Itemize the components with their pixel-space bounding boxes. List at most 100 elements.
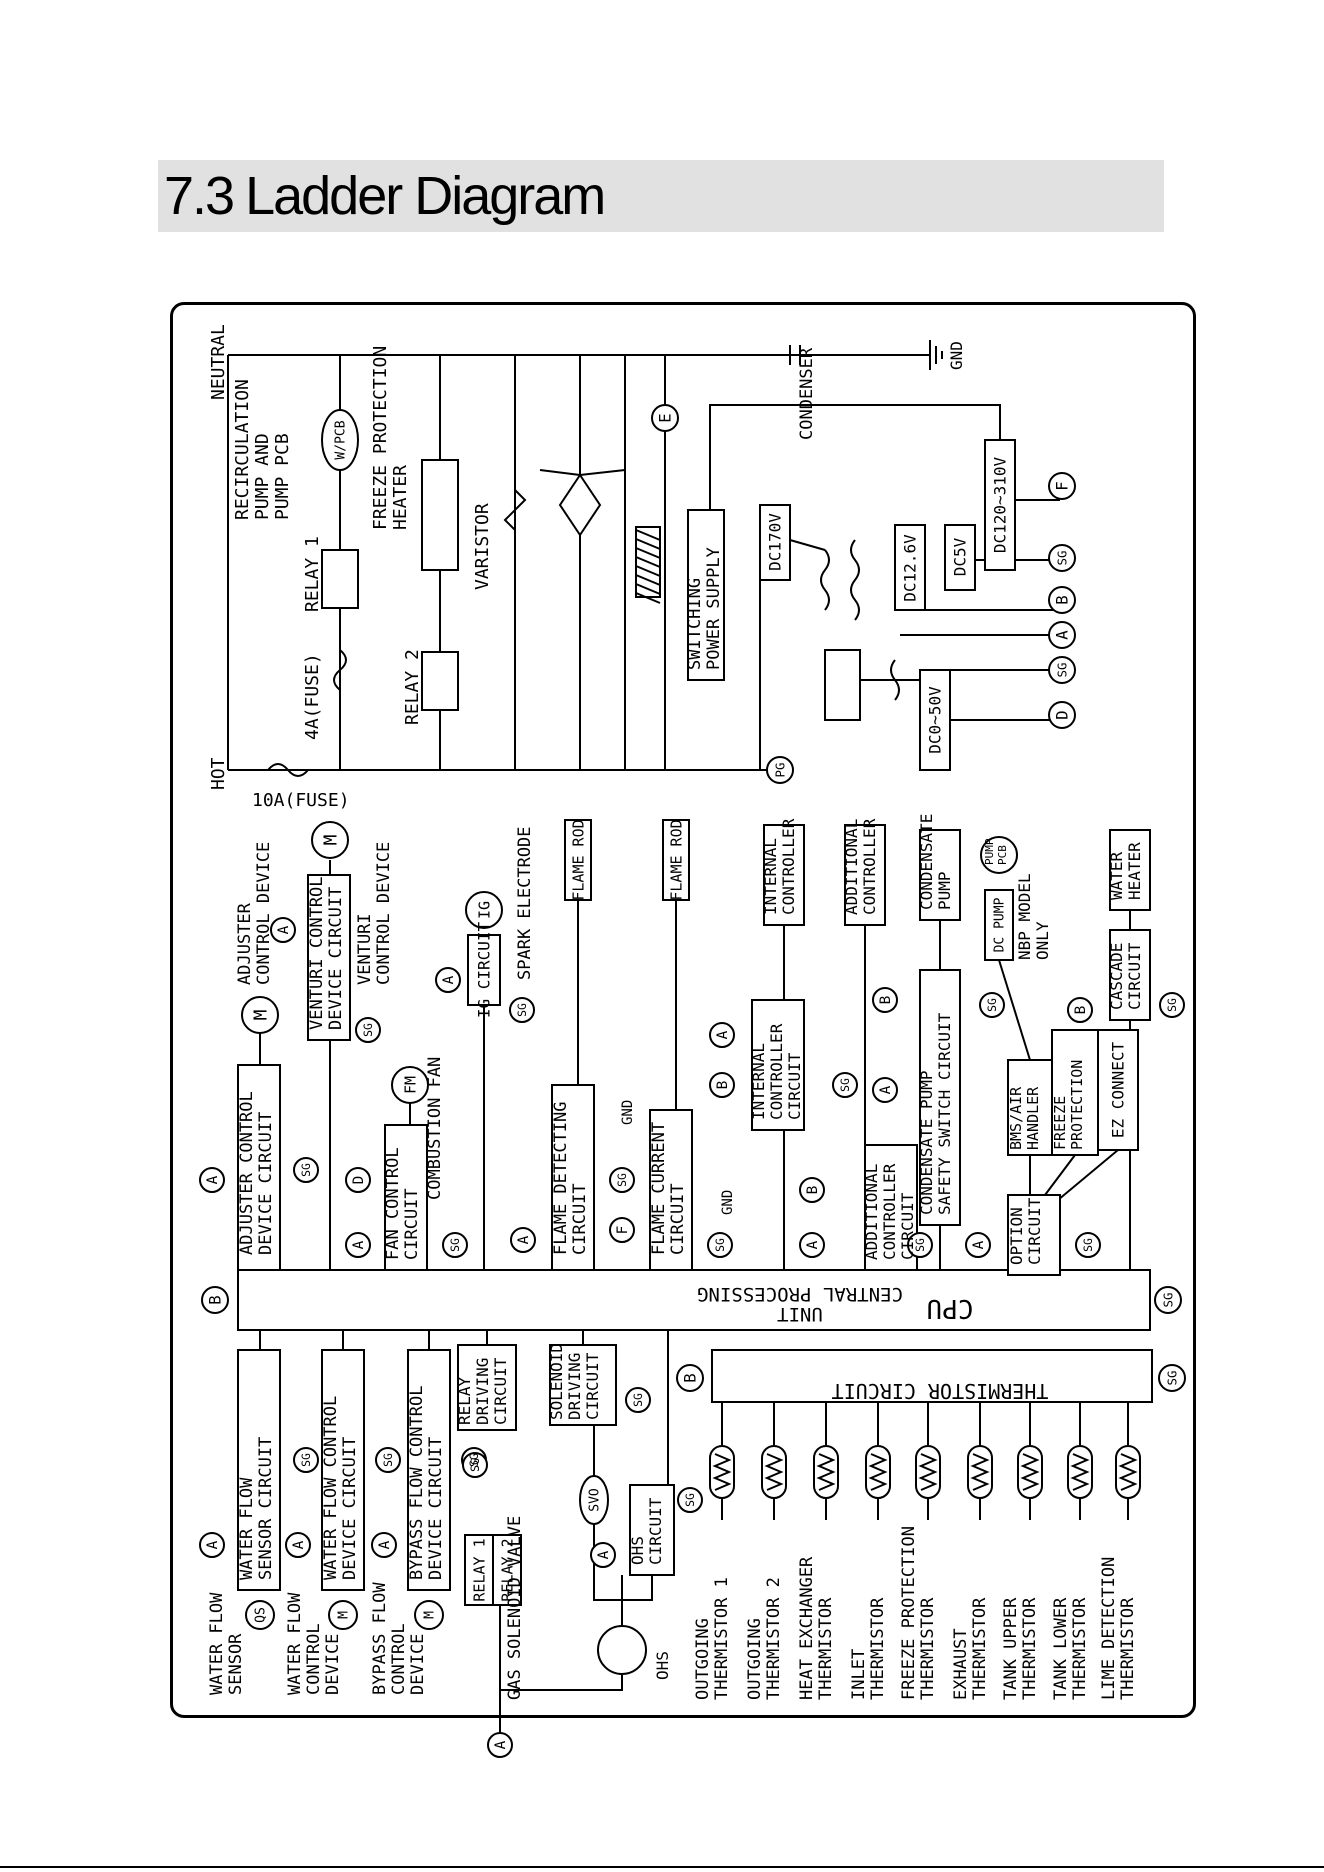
label-line: A [971,1240,987,1249]
supply-wire [789,539,826,551]
terminal-f [1048,472,1076,500]
label-line: SG [468,1458,482,1472]
cond-terminal-b-text: B [878,996,894,1005]
label-line: PCB [996,845,1009,865]
flame-cur-terminal-f [609,1217,635,1243]
flame-rod-label: FLAME ROD [569,819,587,900]
venturi-circuit-box [307,874,351,1041]
ohs-terminal-a [590,1542,616,1568]
condensate-pump-box [919,829,961,921]
condenser-label: CONDENSER [797,347,817,440]
label-line: THERMISTOR [1070,1597,1090,1700]
cond-terminal-a-text: A [878,1085,894,1094]
cascade-terminal-sg [1159,992,1185,1018]
label-line: M [250,1009,271,1020]
label-line: DEVICE CIRCUIT [256,1112,276,1255]
hot-label: HOT [208,757,229,790]
fan-terminal-sg-text: SG [448,1238,462,1252]
label-line: CIRCUIT [491,1357,510,1425]
qs-node [245,1600,275,1630]
ig-circuit-label: IG CIRCUIT [475,921,494,1018]
label-line: PUMP [983,838,996,865]
label-line: A [516,1235,532,1244]
label-line: BMS/AIR [1007,1086,1025,1150]
terminal-a-text: A [1054,630,1072,640]
label-line: PG [773,763,787,778]
label-line: DC12.6V [901,534,920,602]
label-line: OUTGOING [693,1618,713,1700]
label-line: FREEZE PROTECTION [899,1526,919,1700]
label-line: UNIT [777,1303,823,1325]
label-line: M [423,1611,438,1619]
cpu-terminal-b [201,1286,229,1314]
dc-pump-label: DC PUMP [993,897,1008,952]
wire [998,959,1031,1061]
ohs-circuit-box [629,1484,675,1576]
label-line: CENTRAL PROCESSING [697,1283,903,1305]
dc050-box [919,669,951,771]
ohs-terminal-a-text: A [596,1550,612,1559]
label-line: IG CIRCUIT [475,921,494,1018]
flame-cur-terminal-sg [707,1232,733,1258]
ig-terminal-a-text: A [441,975,457,984]
label-line: INTERNAL [761,838,780,915]
venturi-terminal-sg [355,1017,381,1043]
venturi-terminal-a-text: A [276,925,292,934]
wpcb-node [321,409,359,471]
label-line: D [351,1176,367,1185]
bms-box [1007,1059,1055,1156]
venturi-terminal-a [270,917,296,943]
terminal-e-text: E [657,413,675,422]
relay-driving-box [457,1344,517,1431]
label-line: M [320,834,341,845]
motor-label: M [250,1009,271,1020]
solenoid-driving-box [549,1344,617,1426]
terminal-sg-text: SG [1055,551,1069,566]
bypass-terminal-a [371,1532,397,1558]
label-line: VARISTOR [472,503,493,590]
label-line: CIRCUIT [583,1352,602,1420]
fan-terminal-d-text: D [351,1176,367,1185]
label-line: DC120~310V [991,456,1010,553]
wire [500,1674,623,1691]
hatch-line [635,574,661,586]
add-terminal-b-text: B [805,1186,821,1195]
label-line: PUMP AND [252,433,273,520]
label-line: B [207,1295,225,1304]
label-line: 4A(FUSE) [302,653,323,740]
section-heading: Ladder Diagram [245,166,606,226]
gas-relay1-label: RELAY 1 [470,1538,488,1601]
label-line: SG [631,1393,645,1407]
int-terminal-a-text: A [715,1030,731,1039]
capacitor-bank [635,526,661,598]
fan-circuit-box [384,1124,428,1271]
motor-bypass-label: M [423,1611,438,1619]
wfc-terminal-a [285,1532,311,1558]
int-terminal-b [709,1072,735,1098]
transformer-box [824,649,861,721]
svo-label: SVO [588,1488,603,1512]
flame-detecting-box [551,1084,595,1271]
therm-terminal-sg [1158,1364,1186,1392]
cond-terminal-b [872,987,898,1013]
label-line: CONTROL [304,1623,324,1695]
dc5-box [944,524,976,591]
adjuster-terminal-a-text: A [205,1175,221,1184]
ig-terminal-a [435,967,461,993]
dc170-box [759,504,791,581]
label-line: THERMISTOR [1020,1597,1040,1700]
wf-terminal-a [199,1532,225,1558]
label-line: OPTION [1007,1207,1026,1265]
